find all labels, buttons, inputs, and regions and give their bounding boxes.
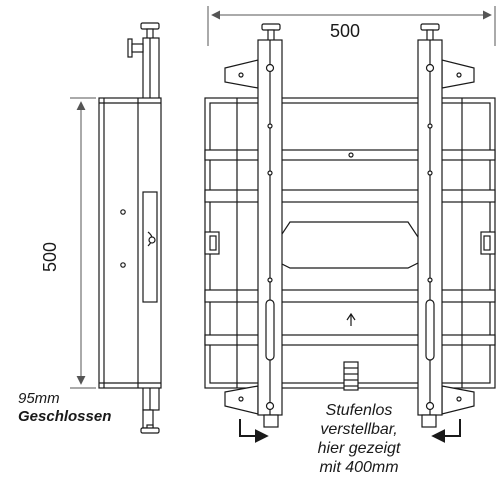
note-line-3: hier gezeigt bbox=[317, 440, 401, 457]
front-view bbox=[204, 97, 496, 391]
width-label: 500 bbox=[330, 21, 361, 41]
side-view bbox=[98, 22, 162, 434]
width-dimension bbox=[207, 6, 496, 46]
note-line-4: mit 400mm bbox=[319, 459, 399, 476]
state-label: Geschlossen bbox=[18, 408, 112, 425]
note-line-2: verstellbar, bbox=[320, 421, 398, 438]
adjustment-note: Stufenlos verstellbar, hier gezeigt mit … bbox=[300, 401, 418, 477]
note-line-1: Stufenlos bbox=[325, 402, 393, 419]
left-bracket bbox=[224, 23, 283, 428]
height-dimension bbox=[70, 97, 96, 389]
height-label: 500 bbox=[40, 241, 60, 273]
right-bracket bbox=[417, 23, 475, 428]
adjust-arrows bbox=[239, 419, 461, 443]
depth-label: 95mm bbox=[18, 390, 60, 407]
